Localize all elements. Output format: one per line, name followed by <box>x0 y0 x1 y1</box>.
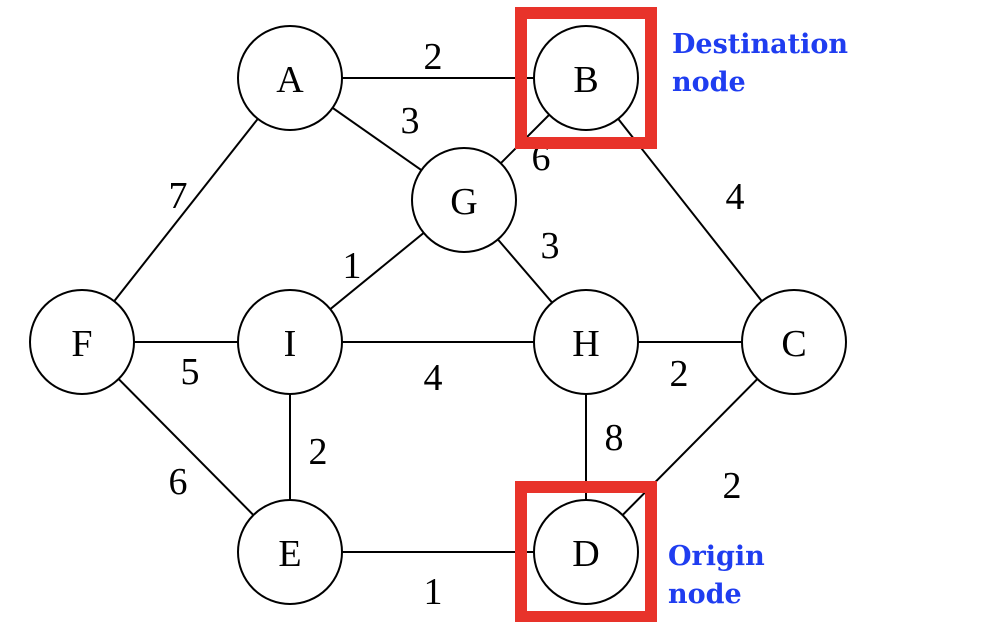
node-i-circle <box>237 289 343 395</box>
nodes-layer: A B G F I H C E D <box>29 25 847 605</box>
node-d-label: D <box>572 533 599 575</box>
edge-weight-a-b: 2 <box>424 36 443 78</box>
edge-weight-f-e: 6 <box>169 461 188 503</box>
node-e-circle <box>237 499 343 605</box>
edge-weight-i-e: 2 <box>309 431 328 473</box>
node-e: E <box>237 499 343 605</box>
node-c-circle <box>741 289 847 395</box>
edge-a-f <box>81 77 291 343</box>
node-b-label: B <box>573 59 598 101</box>
node-f: F <box>29 289 135 395</box>
edge-weight-g-i: 1 <box>343 245 362 287</box>
edge-weight-f-i: 5 <box>181 351 200 393</box>
node-c: C <box>741 289 847 395</box>
destination-annotation-line2: node <box>672 67 746 98</box>
edge-weight-a-f: 7 <box>169 175 188 217</box>
edge-weight-g-h: 3 <box>541 225 560 267</box>
node-f-circle <box>29 289 135 395</box>
highlight-boxes-layer <box>515 7 657 622</box>
edge-weight-c-d: 2 <box>723 465 742 507</box>
edges-layer <box>81 77 795 553</box>
node-b-circle <box>533 25 639 131</box>
node-d-circle <box>533 499 639 605</box>
node-i-label: I <box>284 323 297 365</box>
highlight-box-d <box>515 481 657 622</box>
edge-weight-b-c: 4 <box>726 176 745 218</box>
edge-b-c <box>585 77 795 343</box>
node-b: B <box>533 25 639 131</box>
edge-weight-h-c: 2 <box>670 353 689 395</box>
destination-annotation-line1: Destination <box>672 29 849 60</box>
highlight-box-b <box>515 7 657 149</box>
node-h-label: H <box>572 323 599 365</box>
origin-annotation-line1: Origin <box>668 541 765 572</box>
node-a-label: A <box>276 59 304 101</box>
destination-node-annotation: Destination node <box>672 26 848 102</box>
edge-weight-i-h: 4 <box>424 357 443 399</box>
node-e-label: E <box>278 533 301 575</box>
node-c-label: C <box>781 323 806 365</box>
edge-weight-e-d: 1 <box>424 571 443 613</box>
node-g: G <box>411 147 517 253</box>
edge-weight-h-d: 8 <box>605 417 624 459</box>
origin-annotation-line2: node <box>668 579 742 610</box>
node-a-circle <box>237 25 343 131</box>
node-h-circle <box>533 289 639 395</box>
origin-node-annotation: Origin node <box>668 538 765 614</box>
edge-weight-a-g: 3 <box>401 100 420 142</box>
node-g-circle <box>411 147 517 253</box>
node-g-label: G <box>450 181 477 223</box>
node-d: D <box>533 499 639 605</box>
node-f-label: F <box>71 323 92 365</box>
node-i: I <box>237 289 343 395</box>
node-a: A <box>237 25 343 131</box>
node-h: H <box>533 289 639 395</box>
